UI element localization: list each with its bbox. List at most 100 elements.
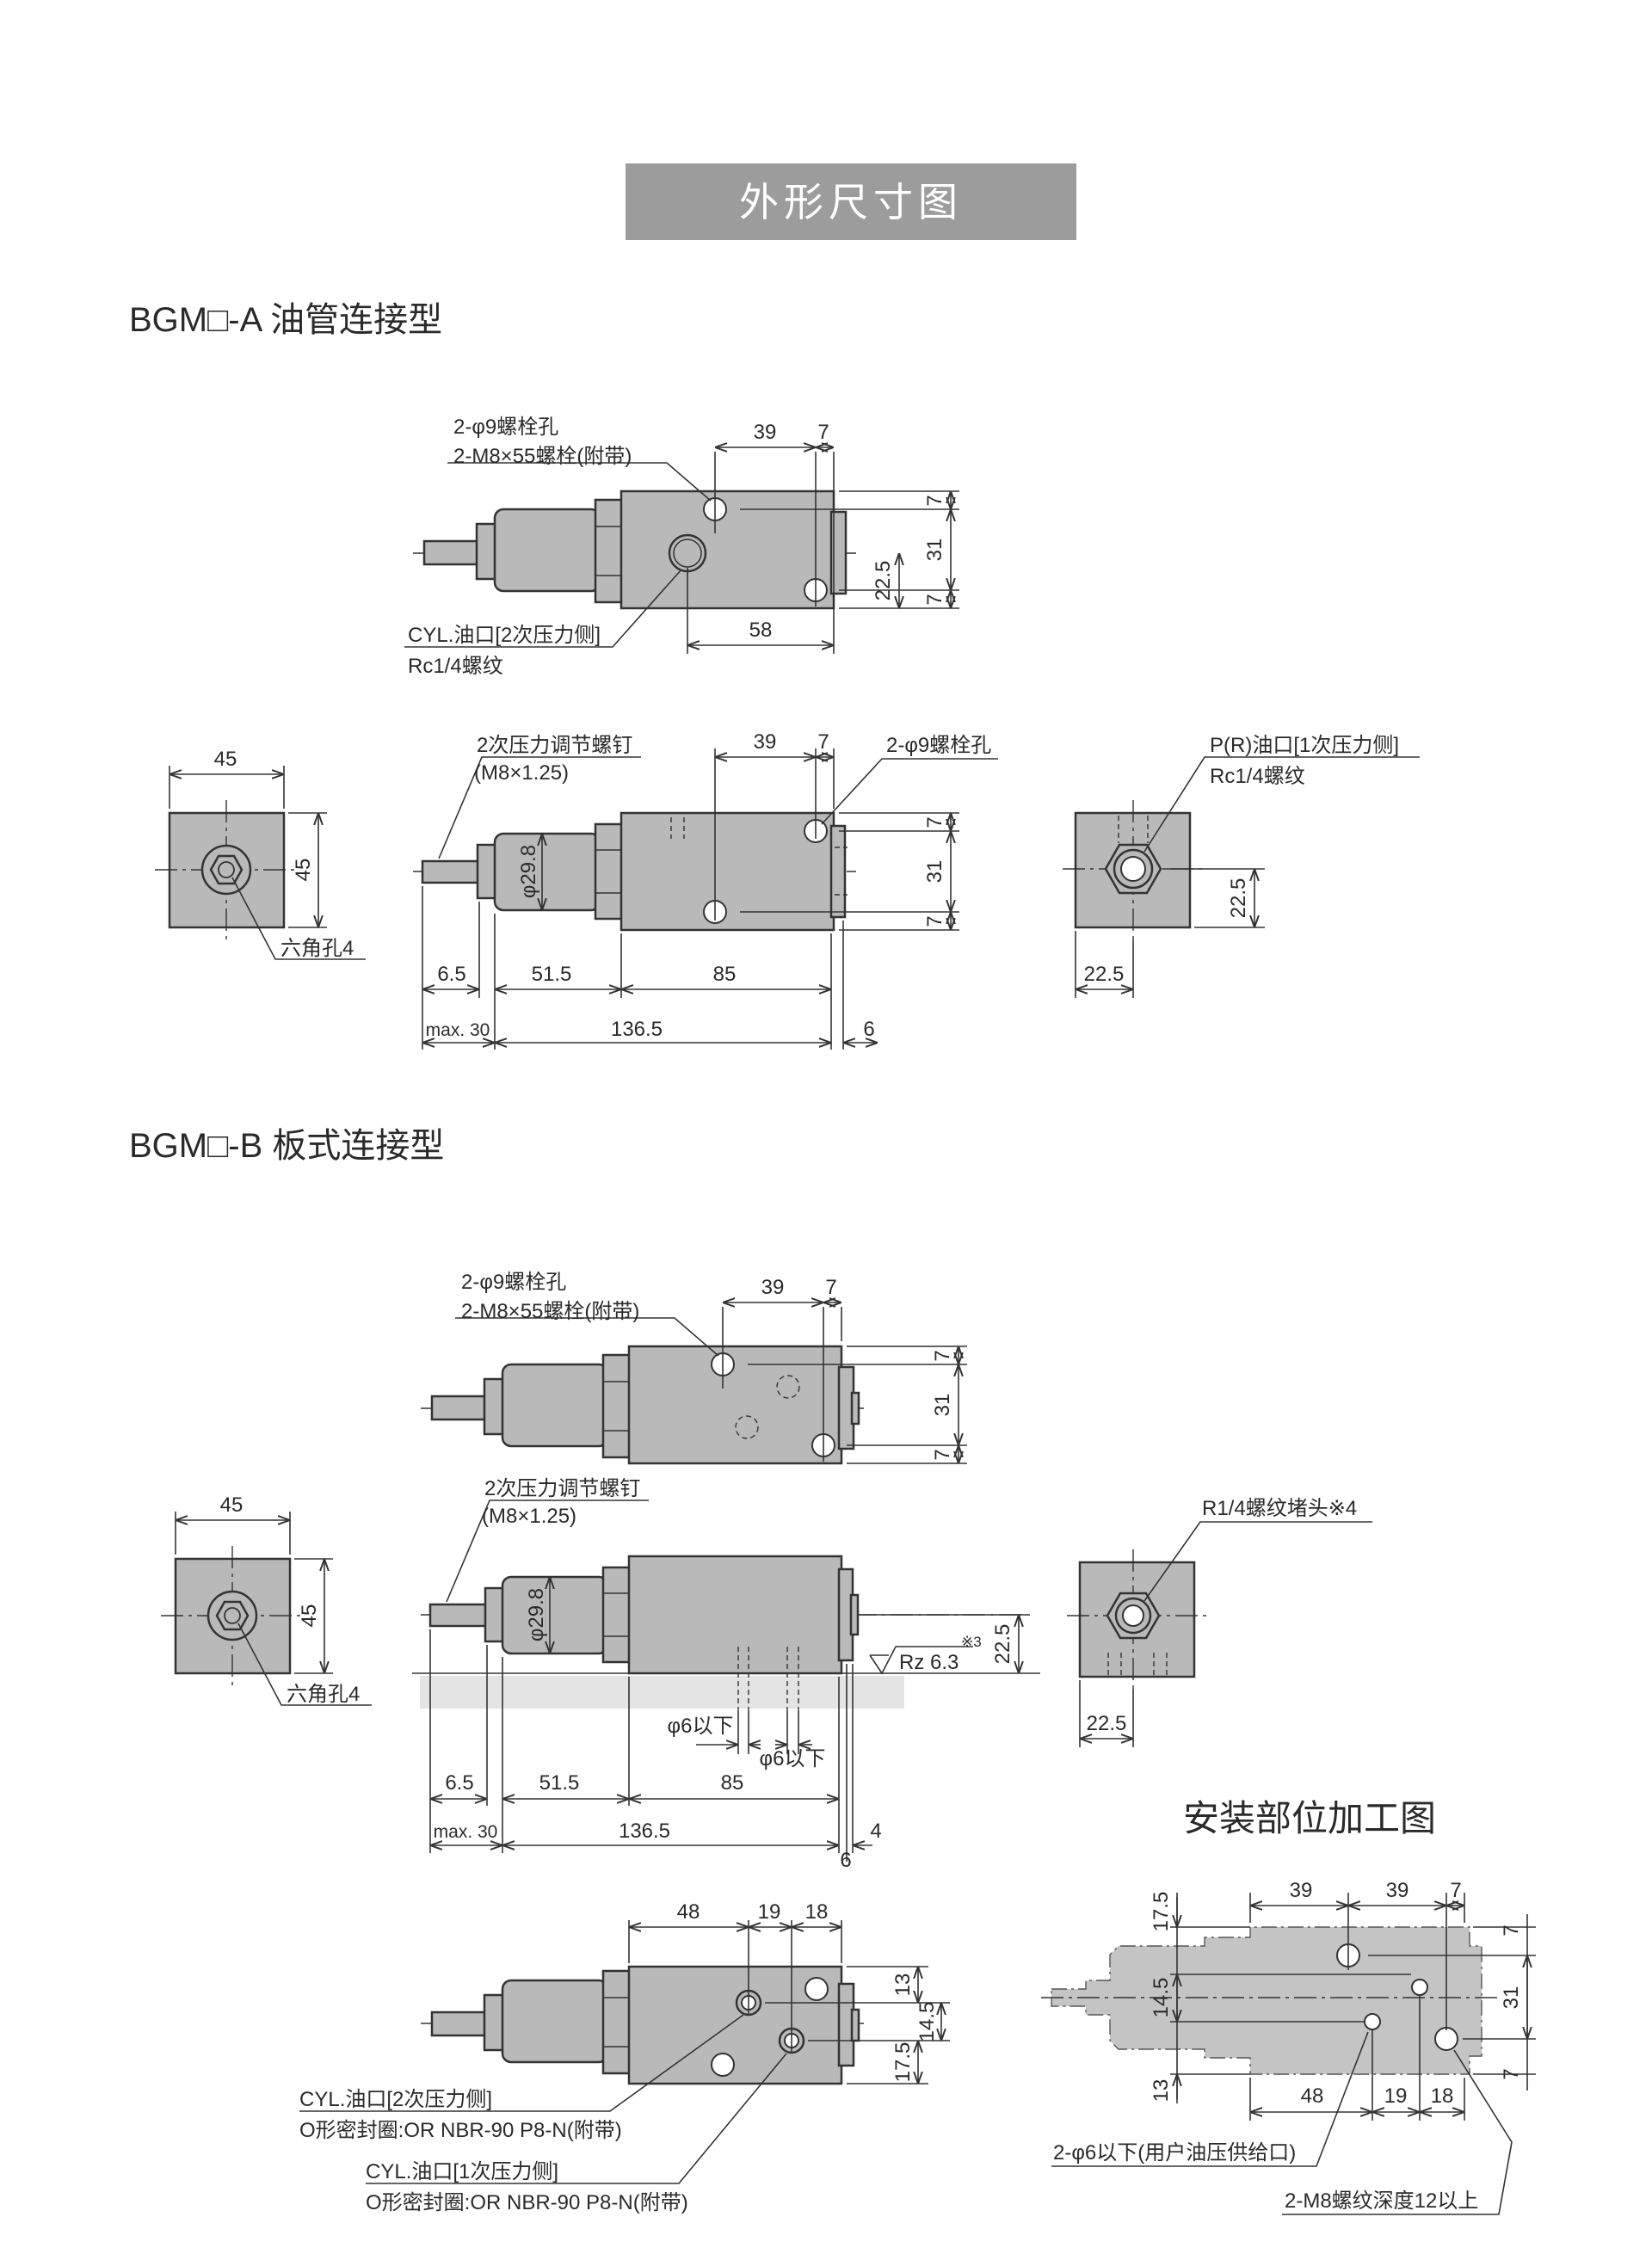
- dim-45-label: 45: [292, 859, 315, 882]
- adjust-screw-spec: (M8×1.25): [482, 1505, 576, 1528]
- hex-socket-label: 六角孔4: [280, 937, 354, 960]
- valve-outline: [1051, 1926, 1482, 2075]
- cylinder-cap: [493, 508, 601, 593]
- thread-label: Rc1/4螺纹: [408, 655, 503, 678]
- a-port-view: P(R)油口[1次压力侧] Rc1/4螺纹 22.5 22.5: [1063, 734, 1420, 998]
- dim-45-label: 45: [214, 748, 237, 771]
- dim-6-label: 6: [863, 1018, 874, 1041]
- dim-58-label: 58: [749, 619, 773, 642]
- mounting-plate: [420, 1676, 904, 1709]
- a-top-view: 39 7 7 31 7 22.5 58 2-φ9螺栓孔 2-M8×55螺栓(附带…: [404, 416, 959, 678]
- oring-2nd-label: O形密封圈:OR NBR-90 P8-N(附带): [299, 2119, 622, 2142]
- a-side-view: φ29.8 39 7 2-φ9螺栓孔 7 31 7 2次压力调节螺钉 (M8×1…: [413, 730, 998, 1050]
- cyl-port: [668, 533, 707, 573]
- bolt-hole: [711, 2053, 735, 2077]
- diameter-label: φ29.8: [525, 1588, 548, 1641]
- supply-hole: [1364, 2013, 1381, 2030]
- adjust-screw-stem: [430, 1395, 490, 1421]
- cyl-port-2nd-label: CYL.油口[2次压力侧]: [299, 2088, 492, 2111]
- dim-22-5-label: 22.5: [991, 1624, 1014, 1665]
- dim-7-label: 7: [923, 594, 946, 605]
- dim-6-5-label: 6.5: [445, 1771, 473, 1795]
- dim-7-label: 7: [817, 730, 829, 754]
- adjust-screw-label: 2次压力调节螺钉: [484, 1477, 640, 1500]
- bolt-hole-label: 2-φ9螺栓孔: [453, 416, 558, 439]
- roughness-label: Rz 6.3: [899, 1651, 959, 1674]
- b-plug-view: R1/4螺纹堵头※4 22.5: [1067, 1497, 1372, 1747]
- adjust-screw-stem: [422, 539, 482, 566]
- cyl-port-1st-label: CYL.油口[1次压力侧]: [366, 2160, 558, 2183]
- dim-max30-label: max. 30: [426, 1020, 490, 1040]
- dim-17-5-label: 17.5: [1150, 1892, 1173, 1932]
- p-port-label: P(R)油口[1次压力侧]: [1210, 734, 1399, 757]
- dim-18-label: 18: [1431, 2084, 1454, 2108]
- adjust-screw-stem: [421, 859, 481, 884]
- dim-18-label: 18: [805, 1900, 829, 1924]
- bolt-hole-label: 2-φ9螺栓孔: [461, 1271, 566, 1294]
- title-background: [626, 163, 1076, 240]
- dim-85-label: 85: [721, 1771, 744, 1795]
- hex-socket-label: 六角孔4: [287, 1683, 360, 1706]
- dim-14-5-label: 14.5: [1150, 1978, 1173, 2018]
- lock-nut: [476, 843, 498, 900]
- hidden-port: [776, 1375, 800, 1399]
- b-side-view: φ6以下 φ6以下 φ29.8 2次压力调节螺钉 (M8×1.25) Rz 6.…: [412, 1477, 1040, 1872]
- cyl-port-label: CYL.油口[2次压力侧]: [408, 624, 601, 647]
- supply-port-label: 2-φ6以下(用户油压供给口): [1053, 2141, 1296, 2165]
- page-title: 外形尺寸图: [739, 180, 963, 225]
- dim-39-label: 39: [754, 730, 777, 754]
- cylinder-cap: [501, 1363, 609, 1448]
- dim-4-label: 4: [870, 1820, 881, 1843]
- cylinder-cap: [501, 1575, 609, 1655]
- title-banner: 外形尺寸图: [626, 163, 1076, 240]
- dim-19-label: 19: [758, 1900, 781, 1924]
- end-cap: [829, 824, 847, 919]
- dim-22-5-label: 22.5: [872, 561, 895, 601]
- dim-45-label: 45: [298, 1604, 321, 1628]
- dim-39-label: 39: [761, 1276, 785, 1299]
- cylinder-cap: [501, 1979, 609, 2064]
- dim-7-label: 7: [825, 1276, 836, 1299]
- dim-136-5-label: 136.5: [611, 1018, 663, 1041]
- dim-7-label: 7: [1500, 1924, 1523, 1936]
- dim-39-label: 39: [1386, 1879, 1409, 1902]
- dim-51-5-label: 51.5: [539, 1771, 580, 1795]
- cylinder-cap: [493, 832, 601, 912]
- dim-14-5-label: 14.5: [915, 2002, 939, 2042]
- dim-7-label: 7: [923, 816, 946, 828]
- dim-136-5-label: 136.5: [619, 1820, 670, 1843]
- dim-19-label: 19: [1384, 2084, 1408, 2108]
- dim-7-label: 7: [931, 1449, 954, 1460]
- supply-port-dia-label: φ6以下: [760, 1747, 826, 1770]
- section-a-heading: BGM□-A 油管连接型: [129, 301, 442, 339]
- dim-13-label: 13: [1150, 2079, 1173, 2103]
- oring-1st-label: O形密封圈:OR NBR-90 P8-N(附带): [366, 2191, 688, 2214]
- leader-line: [447, 462, 712, 502]
- valve-body: [627, 1555, 843, 1675]
- a-end-view: 45 45 六角孔4: [155, 748, 366, 960]
- hidden-port: [735, 1415, 759, 1439]
- install-heading: 安装部位加工图: [1183, 1798, 1436, 1838]
- dim-39-label: 39: [1290, 1879, 1313, 1902]
- dim-51-5-label: 51.5: [532, 963, 572, 986]
- dim-7-label: 7: [1500, 2068, 1523, 2079]
- supply-port-dia-label: φ6以下: [668, 1715, 734, 1738]
- dim-31-label: 31: [931, 1394, 954, 1417]
- note-3-mark: ※3: [961, 1634, 982, 1650]
- dim-6-5-label: 6.5: [437, 963, 465, 986]
- diameter-label: φ29.8: [517, 845, 540, 898]
- leader-line: [404, 569, 682, 648]
- bolt-label: 2-M8×55螺栓(附带): [461, 1300, 639, 1323]
- dim-31-label: 31: [923, 539, 946, 562]
- m8-thread-hole: [1434, 2027, 1458, 2051]
- bolt-label: 2-M8×55螺栓(附带): [453, 445, 632, 468]
- dim-6-label: 6: [840, 1849, 851, 1872]
- bolt-hole: [804, 1977, 829, 2001]
- end-cap: [829, 510, 848, 595]
- dim-7-label: 7: [923, 495, 946, 506]
- dim-45-label: 45: [220, 1493, 243, 1517]
- b-end-view: 45 45 六角孔4: [161, 1493, 372, 1706]
- dim-39-label: 39: [754, 421, 777, 444]
- thread-depth-label: 2-M8螺纹深度12以上: [1285, 2189, 1478, 2213]
